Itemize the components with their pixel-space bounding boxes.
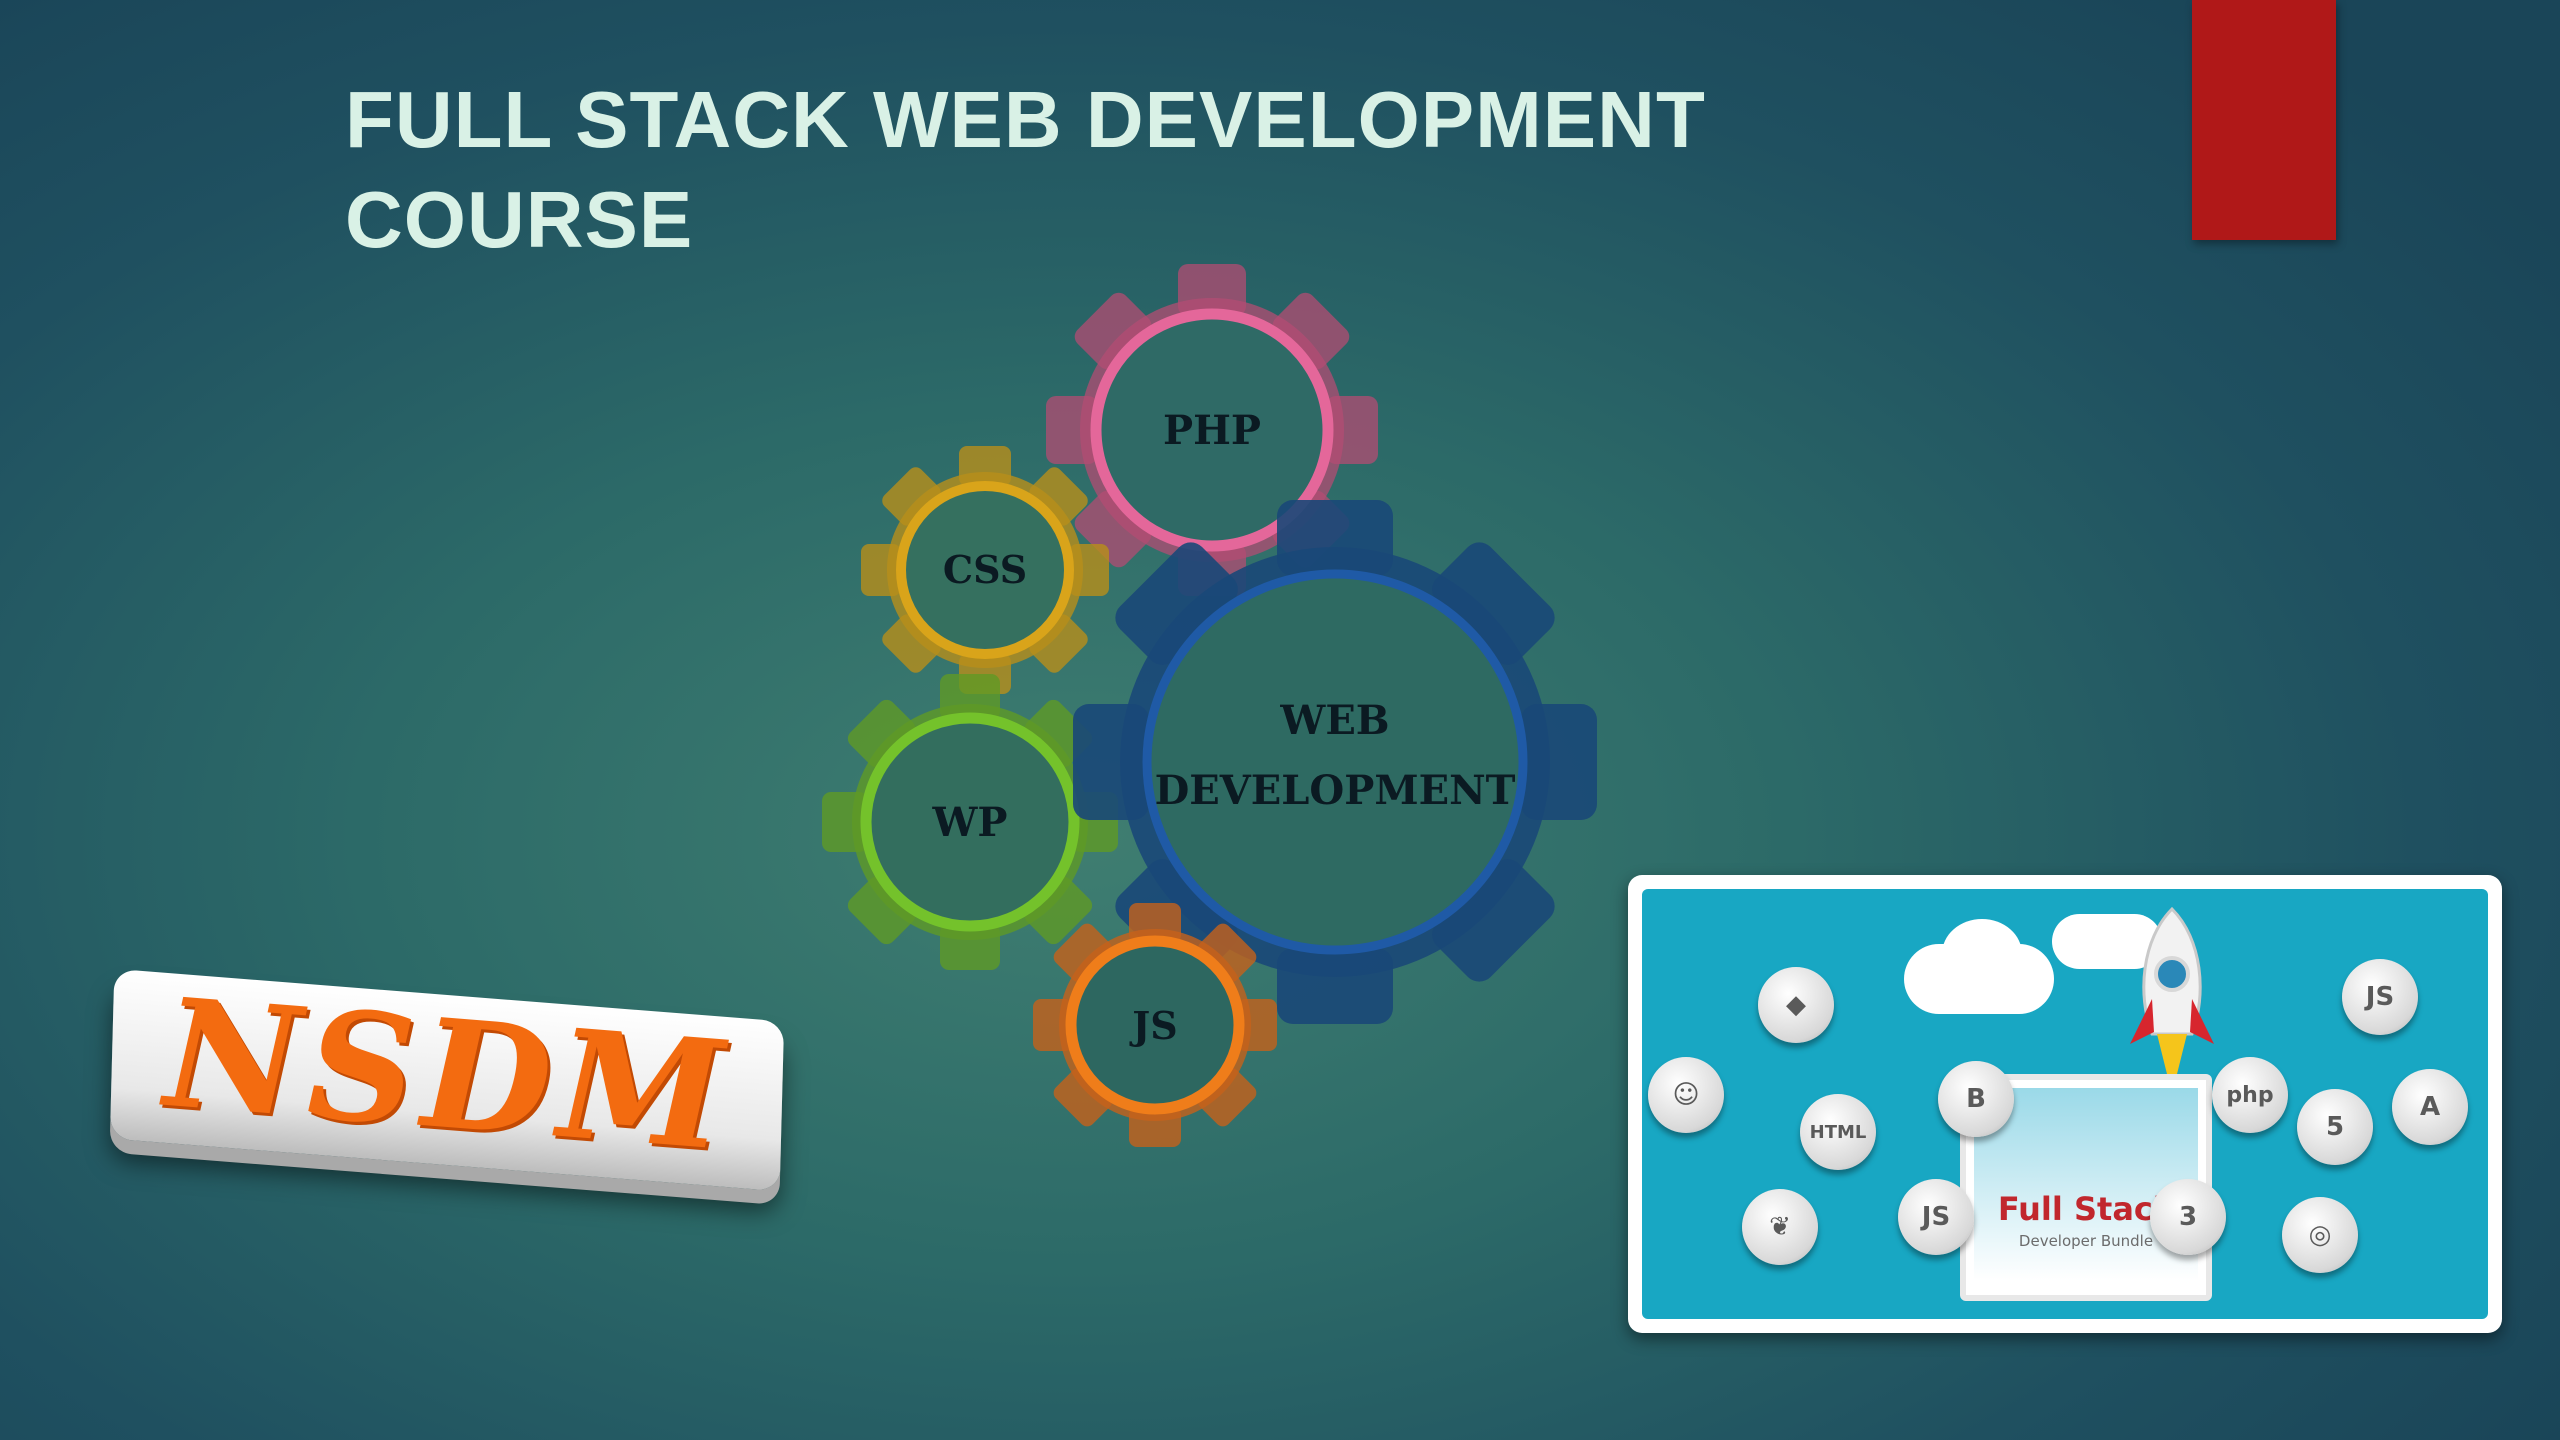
gear-wp: WP — [822, 674, 1118, 970]
css3-icon: 3 — [2150, 1179, 2226, 1255]
gear-js-label: JS — [1129, 1003, 1177, 1048]
bundle-title: Full Stack — [1997, 1190, 2175, 1228]
gear-php-label: PHP — [1163, 407, 1261, 454]
bundle-subtitle: Developer Bundle — [2018, 1232, 2154, 1250]
gear-js: JS — [1033, 903, 1277, 1147]
php-icon: php — [2212, 1057, 2288, 1133]
git-icon: ◆ — [1758, 967, 1834, 1043]
javascript-icon: JS — [1898, 1179, 1974, 1255]
cloud-icon — [1942, 919, 2022, 989]
slide-title-line-2: COURSE — [345, 175, 694, 264]
gear-css-label: CSS — [943, 547, 1027, 592]
full-stack-bundle-image: Full Stack Developer Bundle ◆ ☺ HTML ❦ J… — [1628, 875, 2502, 1333]
nodejs-icon: JS — [2342, 959, 2418, 1035]
rocket-icon — [2130, 906, 2214, 1094]
angular-icon: A — [2392, 1069, 2468, 1145]
jquery-icon: ◎ — [2282, 1197, 2358, 1273]
gear-center-line-2: DEVELOPMENT — [1155, 767, 1516, 814]
slide-title: FULL STACK WEB DEVELOPMENT COURSE — [345, 70, 1845, 270]
html-icon: HTML — [1800, 1094, 1876, 1170]
mongodb-icon: ❦ — [1742, 1189, 1818, 1265]
html5-icon: 5 — [2297, 1089, 2373, 1165]
gear-css: CSS — [861, 446, 1109, 694]
gear-wp-label: WP — [932, 799, 1008, 846]
bundle-panel: Full Stack Developer Bundle ◆ ☺ HTML ❦ J… — [1642, 889, 2488, 1319]
gear-center-line-1: WEB — [1279, 697, 1389, 744]
red-accent-bar — [2192, 0, 2336, 240]
slide-title-line-1: FULL STACK WEB DEVELOPMENT — [345, 75, 1706, 164]
grunt-icon: ☺ — [1648, 1057, 1724, 1133]
cloud-icon — [2052, 914, 2162, 969]
bootstrap-icon: B — [1938, 1061, 2014, 1137]
